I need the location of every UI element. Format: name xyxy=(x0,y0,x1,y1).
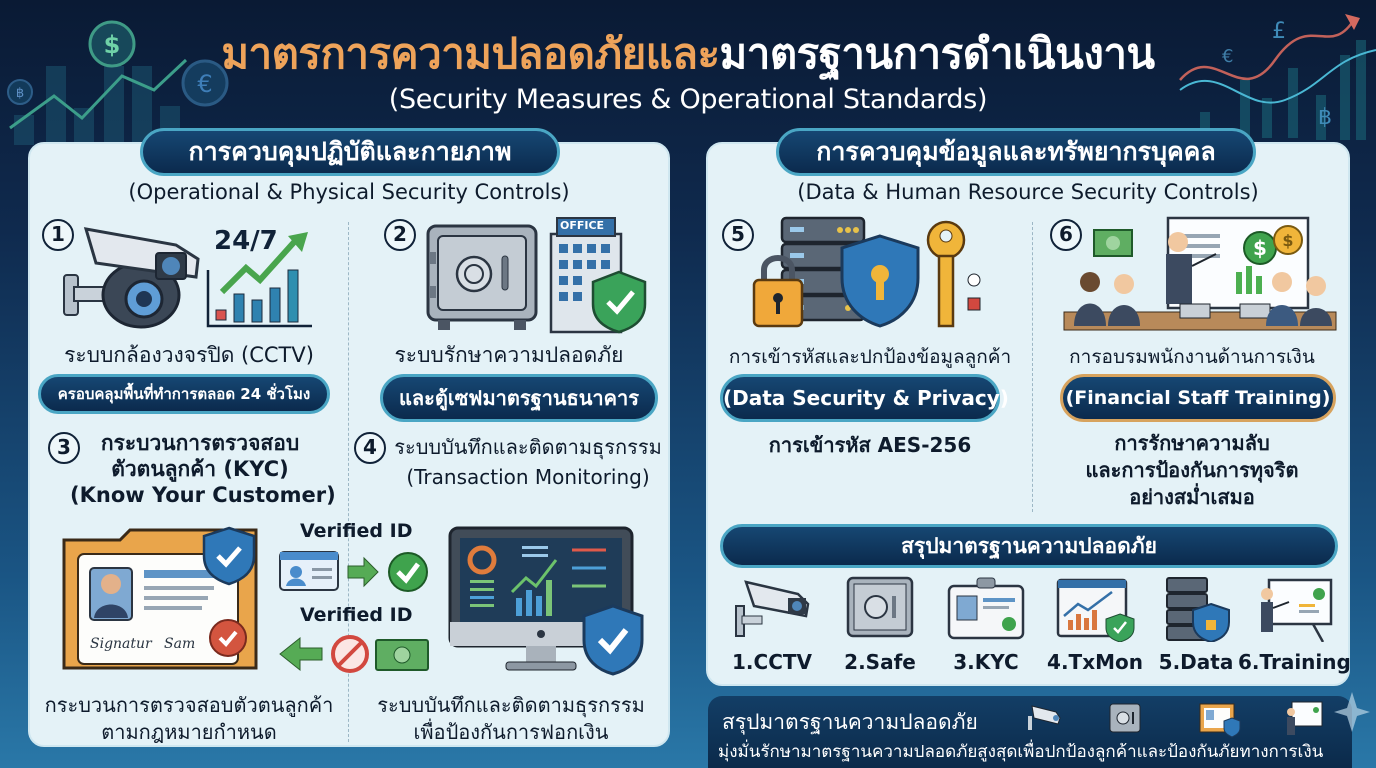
safe-icon xyxy=(846,576,914,638)
item-4-label: ระบบบันทึกและติดตามธุรกรรม (Transaction … xyxy=(390,432,666,492)
title-part-1: มาตรการความปลอดภัยและ xyxy=(221,29,720,78)
office-sign: OFFICE xyxy=(560,219,605,232)
right-panel-subheader: (Data & Human Resource Security Controls… xyxy=(797,180,1259,204)
item-6-desc: การรักษาความลับ และการป้องกันการทุจริต อ… xyxy=(1034,430,1350,511)
step-number-4: 4 xyxy=(354,432,386,464)
kyc-description: กระบวนการตรวจสอบตัวตนลูกค้า ตามกฎหมายกำห… xyxy=(30,692,348,746)
kyc-description-line-1: กระบวนการตรวจสอบตัวตนลูกค้า xyxy=(44,693,334,717)
signature-text: Signatur xyxy=(90,636,153,652)
verified-flow-icon xyxy=(279,551,428,592)
id-folder-shield-icon xyxy=(1199,703,1241,738)
office-building-icon xyxy=(549,217,647,334)
summary-item-training: 6.Training xyxy=(1238,576,1351,674)
footer-title: สรุปมาตรฐานความปลอดภัย xyxy=(722,710,978,734)
summary-label-3: 3.KYC xyxy=(953,650,1019,674)
kyc-description-line-2: ตามกฎหมายกำหนด xyxy=(101,720,277,744)
title-part-2: มาตรฐานการดำเนินงาน xyxy=(719,29,1156,78)
right-panel-header: การควบคุมข้อมูลและทรัพยากรบุคคล xyxy=(776,128,1256,176)
item-3-line-1: กระบวนการตรวจสอบ xyxy=(100,431,300,455)
left-divider xyxy=(348,222,349,742)
step-number-1: 1 xyxy=(42,219,74,251)
footer-summary-banner: สรุปมาตรฐานความปลอดภัย มุ่งมั่นรักษามาตร… xyxy=(708,696,1352,768)
item-4-line-1: ระบบบันทึกและติดตามธุรกรรม xyxy=(394,435,662,459)
item-5-pill: (Data Security & Privacy) xyxy=(720,374,1009,422)
cctv-camera-icon xyxy=(1028,705,1061,730)
svg-text:$: $ xyxy=(1253,236,1267,260)
shield-check-icon xyxy=(202,526,256,586)
left-panel-subheader: (Operational & Physical Security Control… xyxy=(128,180,570,204)
summary-label-1: 1.CCTV xyxy=(732,650,812,674)
server-shield-icon xyxy=(1166,577,1230,644)
sparkle-icon xyxy=(1334,692,1370,732)
item-6-desc-line-1: การรักษาความลับ xyxy=(1114,431,1270,455)
txmon-description-line-1: ระบบบันทึกและติดตามธุรกรรม xyxy=(377,693,645,717)
badge-24-7: 24/7 xyxy=(214,226,278,256)
step-number-3: 3 xyxy=(48,432,80,464)
item-3-line-3: (Know Your Customer) xyxy=(70,483,336,507)
staff-training-icon: $ $ xyxy=(1063,216,1337,331)
summary-header: สรุปมาตรฐานความปลอดภัย xyxy=(720,524,1338,568)
page-subtitle: (Security Measures & Operational Standar… xyxy=(388,84,988,115)
item-6-label: การอบรมพนักงานด้านการเงิน xyxy=(1069,346,1315,368)
item-6-pill: (Financial Staff Training) xyxy=(1060,374,1336,422)
growth-chart-icon xyxy=(206,232,312,328)
item-1-pill: ครอบคลุมพื้นที่ทำการตลอด 24 ชั่วโมง xyxy=(38,374,330,414)
step-number-6: 6 xyxy=(1050,219,1082,251)
monitoring-chart-icon xyxy=(1056,578,1135,643)
safe-icon xyxy=(1109,703,1141,733)
left-panel-header: การควบคุมปฏิบัติและกายภาพ xyxy=(140,128,560,176)
txmon-description-line-2: เพื่อป้องกันการฟอกเงิน xyxy=(413,720,609,744)
item-1-label: ระบบกล้องวงจรปิด (CCTV) xyxy=(64,343,314,367)
summary-label-5: 5.Data xyxy=(1158,650,1234,674)
page-title: มาตรการความปลอดภัยและมาตรฐานการดำเนินงาน xyxy=(0,26,1376,82)
summary-item-kyc: 3.KYC xyxy=(936,576,1036,674)
summary-item-cctv: 1.CCTV xyxy=(722,576,822,674)
summary-label-2: 2.Safe xyxy=(844,650,916,674)
item-2-label: ระบบรักษาความปลอดภัย xyxy=(394,343,624,367)
verified-id-label-top: Verified ID xyxy=(300,520,413,542)
safe-icon xyxy=(426,224,538,330)
svg-text:$: $ xyxy=(1282,231,1293,250)
item-3-label: กระบวนการตรวจสอบ ตัวตนลูกค้า (KYC) (Know… xyxy=(70,430,336,508)
right-divider xyxy=(1032,222,1033,512)
summary-item-safe: 2.Safe xyxy=(830,576,930,674)
item-6-desc-line-2: และการป้องกันการทุจริต xyxy=(1085,458,1299,482)
server-lock-shield-key-icon xyxy=(752,216,981,328)
txmon-description: ระบบบันทึกและติดตามธุรกรรม เพื่อป้องกันก… xyxy=(352,692,670,746)
step-number-5: 5 xyxy=(722,219,754,251)
item-5-desc: การเข้ารหัส AES-256 xyxy=(768,433,972,457)
blocked-money-flow-icon xyxy=(279,635,429,673)
item-4-line-2: (Transaction Monitoring) xyxy=(406,465,650,489)
verified-id-label-bottom: Verified ID xyxy=(300,604,413,626)
item-5-label: การเข้ารหัสและปกป้องข้อมูลลูกค้า xyxy=(728,346,1012,368)
step-number-2: 2 xyxy=(384,219,416,251)
trainer-presentation-icon xyxy=(1261,578,1333,643)
item-6-desc-line-3: อย่างสม่ำเสมอ xyxy=(1129,485,1255,509)
cctv-camera-icon xyxy=(735,580,810,637)
summary-item-data: 5.Data xyxy=(1146,576,1246,674)
svg-text:Sam: Sam xyxy=(164,636,195,652)
footer-subtitle: มุ่งมั่นรักษามาตรฐานความปลอดภัยสูงสุดเพื… xyxy=(718,742,1324,762)
item-3-line-2: ตัวตนลูกค้า (KYC) xyxy=(111,457,289,481)
trainer-presentation-icon xyxy=(1287,701,1323,735)
cctv-camera-icon xyxy=(63,227,200,329)
summary-label-6: 6.Training xyxy=(1238,650,1351,674)
summary-label-4: 4.TxMon xyxy=(1047,650,1143,674)
shield-check-icon xyxy=(582,604,644,676)
summary-item-txmon: 4.TxMon xyxy=(1040,576,1150,674)
item-2-pill: และตู้เซฟมาตรฐานธนาคาร xyxy=(380,374,658,422)
id-card-icon xyxy=(947,577,1025,640)
